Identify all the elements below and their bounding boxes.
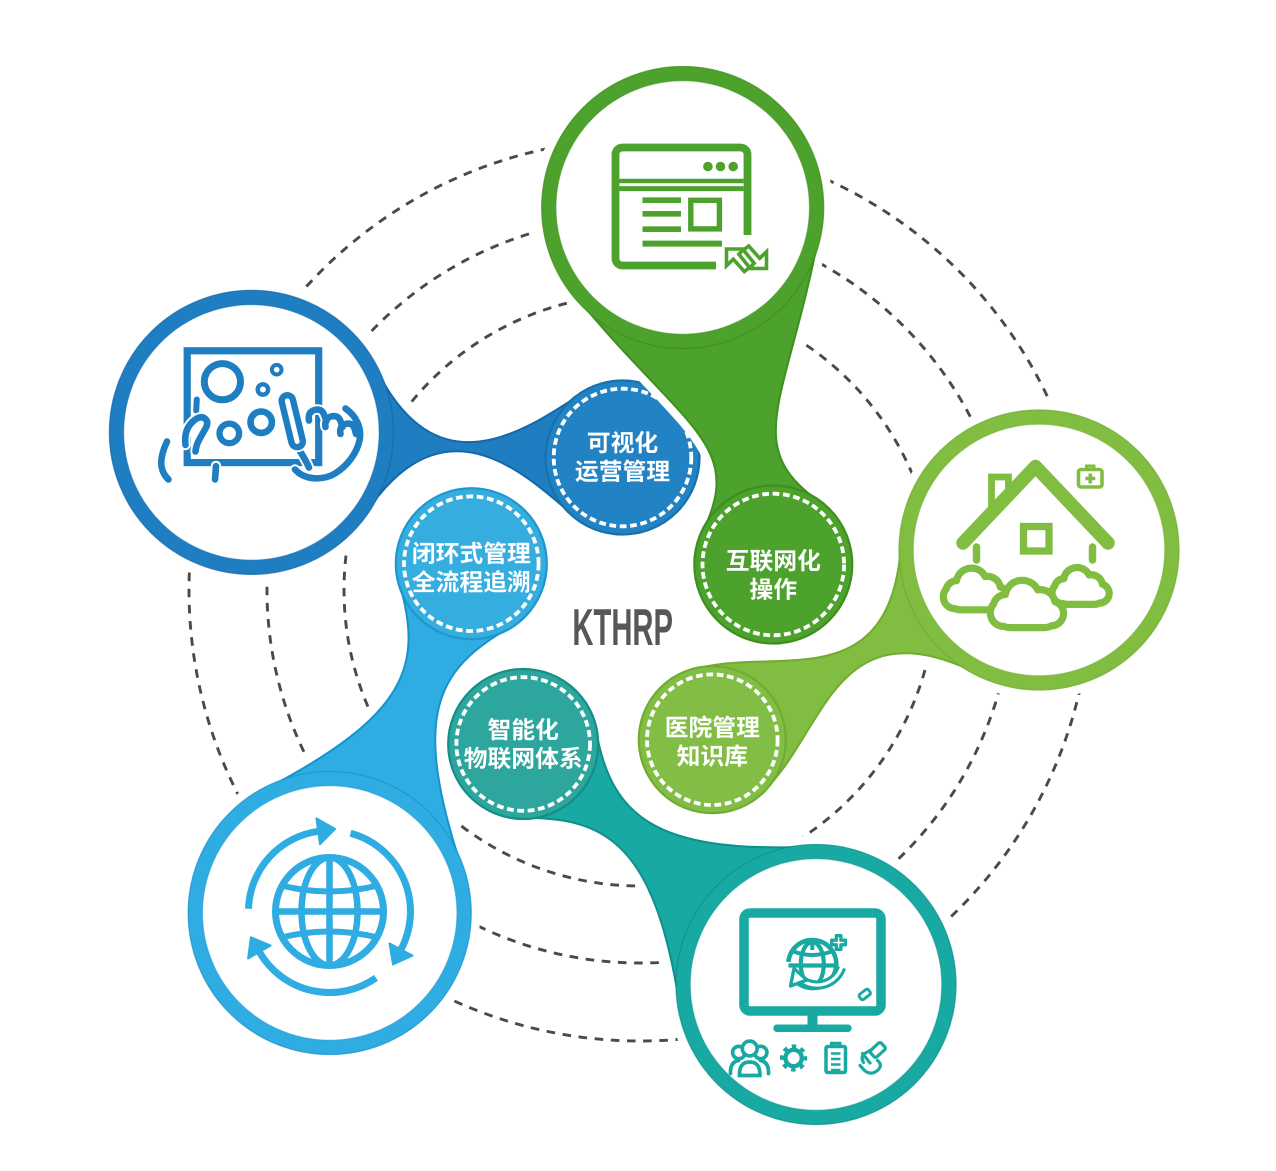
svg-text:KTHRP: KTHRP: [572, 598, 673, 656]
